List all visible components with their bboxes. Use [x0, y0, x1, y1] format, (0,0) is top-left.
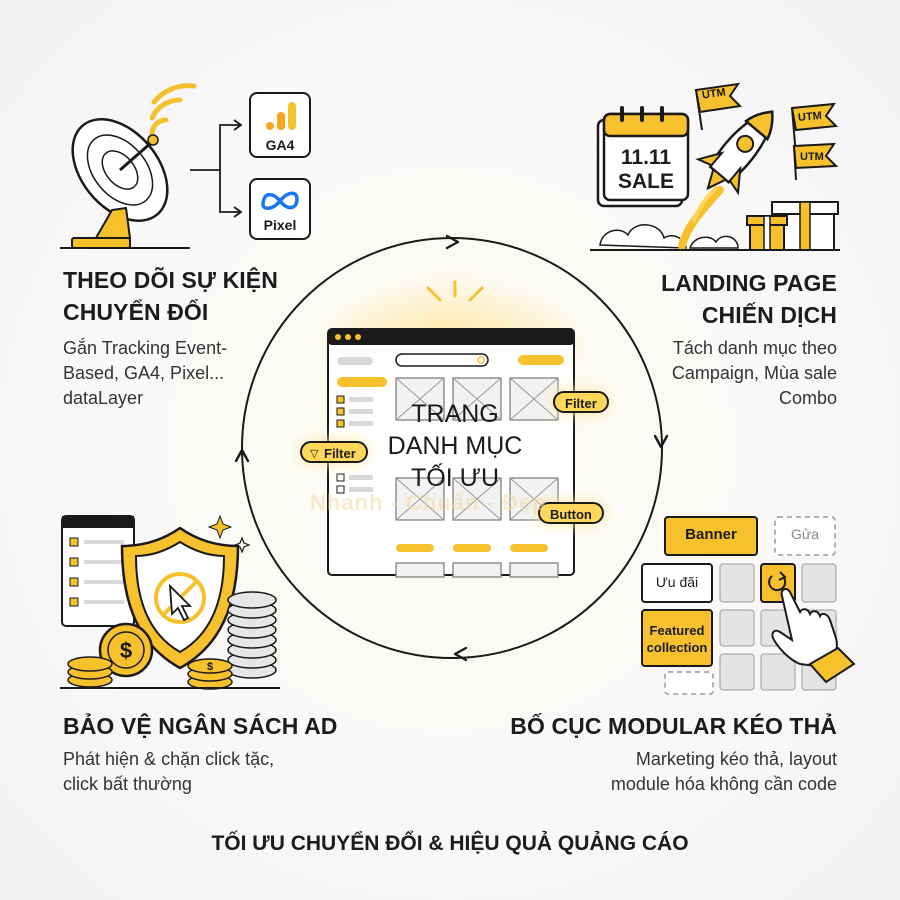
center-title-line-2: DANH MỤC	[387, 432, 523, 460]
ga4-label: GA4	[265, 137, 295, 153]
uu-dai-block[interactable]: Ưu đãi	[655, 574, 699, 590]
filter-tag-left: ▽ Filter	[300, 441, 368, 463]
filter-tag-right: Filter	[553, 391, 609, 413]
budget-desc: Phát hiện & chặn click tặc, click bất th…	[63, 747, 274, 797]
button-tag: Button	[538, 502, 604, 524]
satellite-dish-icon	[60, 83, 243, 249]
utm-flag-3: UTM	[800, 151, 824, 163]
meta-icon	[261, 191, 299, 210]
utm-flag-2: UTM	[797, 109, 823, 125]
budget-title: BẢO VỆ NGÂN SÁCH AD	[63, 713, 338, 739]
calendar-line-2: SALE	[617, 170, 674, 193]
filter-tag-left-label: Filter	[324, 446, 356, 461]
gua-block[interactable]: Gửa	[790, 526, 820, 542]
banner-block[interactable]: Banner	[685, 526, 737, 543]
filter-icon: ▽	[310, 448, 319, 460]
modular-desc-line-2: module hóa không cần code	[610, 774, 837, 794]
campaign-illustration	[590, 82, 840, 251]
tracking-title: THEO DÕI SỰ KIỆN CHUYỂN ĐỔI	[63, 264, 278, 328]
landing-desc-line-1: Tách danh mục theo	[672, 338, 837, 358]
center-title-line-3: TỐI ƯU	[410, 464, 499, 492]
footer-title: TỐI ƯU CHUYỂN ĐỔI & HIỆU QUẢ QUẢNG CÁO	[211, 832, 689, 855]
landing-title: LANDING PAGE CHIẾN DỊCH	[661, 267, 837, 331]
landing-desc-line-3: Combo	[778, 388, 837, 408]
featured-line-2: collection	[646, 640, 708, 655]
modular-desc: Marketing kéo thả, layout module hóa khô…	[611, 747, 837, 797]
tracking-desc: Gắn Tracking Event- Based, GA4, Pixel...…	[63, 336, 227, 411]
modular-title: BỐ CỤC MODULAR KÉO THẢ	[510, 713, 837, 739]
tracking-desc-line-2: Based, GA4, Pixel...	[63, 363, 225, 383]
landing-title-line-1: LANDING PAGE	[661, 270, 837, 296]
calendar-text: 11.11 SALE	[604, 146, 688, 194]
calendar-line-1: 11.11	[620, 146, 672, 169]
ga4-card: GA4	[249, 92, 311, 158]
tracking-title-line-1: THEO DÕI SỰ KIỆN	[63, 267, 278, 293]
landing-desc-line-2: Campaign, Mùa sale	[671, 363, 837, 383]
svg-text:$: $	[120, 638, 132, 663]
budget-desc-line-1: Phát hiện & chặn click tặc,	[63, 749, 275, 769]
center-title-line-1: TRANG	[411, 400, 499, 428]
budget-desc-line-2: click bất thường	[63, 774, 192, 794]
landing-title-line-2: CHIẾN DỊCH	[701, 302, 837, 328]
tracking-title-line-2: CHUYỂN ĐỔI	[63, 299, 209, 325]
ad-budget-shield-illustration: $ $	[60, 514, 280, 690]
tracking-desc-line-3: dataLayer	[63, 388, 144, 408]
svg-text:$: $	[207, 661, 213, 673]
pixel-card: Pixel	[249, 178, 311, 240]
landing-desc: Tách danh mục theo Campaign, Mùa sale Co…	[672, 336, 837, 411]
modular-desc-line-1: Marketing kéo thả, layout	[635, 749, 837, 769]
modular-grid	[641, 516, 856, 695]
ga4-icon	[266, 102, 296, 130]
watermark-text: Nhanh - Chuẩn - Đẹp	[310, 490, 547, 515]
pixel-label: Pixel	[263, 217, 297, 233]
tracking-desc-line-1: Gắn Tracking Event-	[63, 338, 228, 358]
center-title: TRANG DANH MỤC TỐI ƯU	[375, 398, 535, 494]
featured-collection-block[interactable]: Featured collection	[642, 622, 712, 656]
featured-line-1: Featured	[649, 623, 705, 638]
